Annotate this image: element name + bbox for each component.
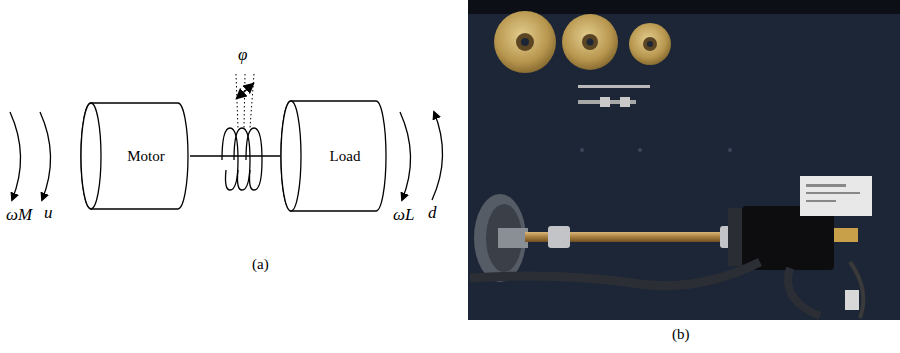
torsion-spring <box>222 128 262 190</box>
cylinder-block: Motor <box>80 102 190 210</box>
panel-caption: (b) <box>672 326 690 343</box>
setup-photo <box>468 0 900 320</box>
signal-label: ωM <box>6 206 32 225</box>
rotation-arrow <box>10 112 51 200</box>
cylinder-body <box>81 103 188 209</box>
cylinder-block: Load <box>280 100 388 212</box>
cylinder-face <box>81 103 101 209</box>
signal-label: d <box>428 204 437 223</box>
twist-angle-marker <box>236 74 254 128</box>
shaft <box>190 155 280 157</box>
cylinder-body <box>281 101 386 211</box>
node-label: Motor <box>127 148 165 165</box>
panel-caption: (a) <box>252 256 269 273</box>
signal-label: φ <box>238 46 247 65</box>
node-label: Load <box>330 148 361 165</box>
signal-label: ωL <box>393 206 414 225</box>
rotation-arrow <box>400 112 443 200</box>
twist-angle-arrow <box>237 84 253 98</box>
signal-label: u <box>44 204 53 223</box>
cylinder-face <box>281 101 301 211</box>
